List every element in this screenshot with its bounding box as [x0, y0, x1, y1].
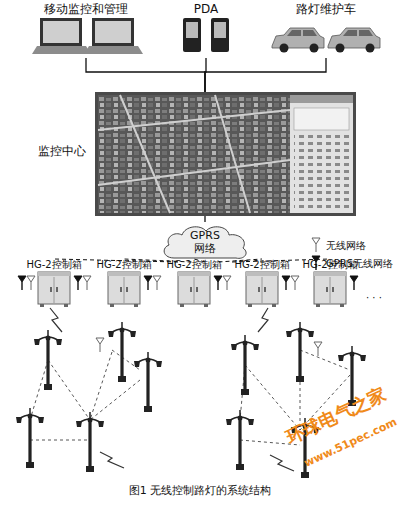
pda-body [183, 18, 201, 52]
street-lamp [16, 408, 44, 468]
control-cabinet [178, 272, 210, 307]
control-box: HG-2控制箱 [161, 259, 227, 309]
network-cloud: GPRS 网络 [160, 222, 250, 262]
screen-bezel [95, 92, 356, 216]
network-line [86, 58, 205, 92]
control-cabinet [246, 272, 278, 307]
continuation-mark: · · · [366, 292, 382, 303]
laptop-icon [84, 18, 143, 54]
map-road [98, 95, 290, 213]
street-lamp [286, 322, 314, 382]
gprs-antenna-symbol [214, 276, 222, 290]
panel-titlebar [290, 95, 353, 103]
legend-text: GPRS无线网络 [326, 258, 393, 270]
node-label: PDA [175, 2, 237, 16]
device-group: 路灯维护车 [266, 2, 386, 58]
pda-icon [211, 18, 229, 52]
monitor-screen [95, 92, 356, 216]
street-lamp [134, 352, 162, 412]
node-label: 移动监控和管理 [26, 2, 146, 16]
network-line [205, 58, 326, 92]
cloud-shape [164, 227, 246, 259]
street-lamp [231, 335, 259, 395]
pda-icon [183, 18, 201, 52]
laptop-icon [32, 18, 91, 54]
street-lamp [226, 410, 254, 470]
laptop-screen [92, 18, 134, 46]
aerial-map [98, 95, 290, 213]
lightning-bolt [100, 452, 124, 468]
panel-field [294, 108, 349, 130]
lightning-bolt [258, 308, 268, 332]
car-wheel [310, 44, 319, 53]
device-group: 移动监控和管理 [26, 2, 146, 58]
node-label: HG-2控制箱 [161, 259, 227, 271]
control-panel [290, 95, 353, 213]
pda-screen [214, 22, 226, 38]
car-window [343, 30, 373, 36]
car-icon [272, 28, 324, 53]
pda-body [211, 18, 229, 52]
street-lamp [34, 330, 62, 390]
pda-screen [186, 22, 198, 38]
control-cabinet [38, 272, 70, 307]
car-icon [328, 28, 380, 53]
node-label: 路灯维护车 [266, 2, 386, 16]
wireless-antenna-symbol [223, 276, 231, 290]
laptop-base [84, 46, 143, 54]
node-label: 监控中心 [38, 144, 86, 158]
gprs-antenna-symbol [144, 276, 152, 290]
laptop-base [32, 46, 91, 54]
node-label: HG-2控制箱 [91, 259, 157, 271]
gprs-antenna-symbol [350, 276, 358, 290]
laptop-screen [40, 18, 82, 46]
car-wheel [336, 44, 345, 53]
figure-caption: 图1 无线控制路灯的系统结构 [0, 484, 400, 498]
gprs-antenna-symbol [18, 276, 26, 290]
node-label: GPRS 网络 [183, 229, 227, 255]
node-label: HG-2控制箱 [21, 259, 87, 271]
wireless-antenna-symbol [27, 276, 35, 290]
control-box: HG-2控制箱 [21, 259, 87, 309]
wireless-antenna-symbol [314, 342, 322, 356]
device-group: PDA [175, 2, 237, 58]
gprs-antenna-symbol [282, 276, 290, 290]
wireless-antenna-symbol [153, 276, 161, 290]
street-lamp [108, 322, 136, 382]
control-box: HG-2控制箱 [229, 259, 295, 309]
control-cabinet [108, 272, 140, 307]
legend-text: 无线网络 [326, 240, 366, 252]
lightning-bolt [50, 308, 62, 332]
node-label: HG-2控制箱 [229, 259, 295, 271]
car-window [287, 30, 317, 36]
wireless-antenna-symbol [291, 276, 299, 290]
control-cabinet [314, 272, 346, 307]
watermark: 环球电气之家 [282, 382, 390, 449]
wireless-antenna-symbol [96, 338, 104, 352]
control-box: HG-2控制箱 [91, 259, 157, 309]
wireless-antenna-symbol [83, 276, 91, 290]
network-line [205, 58, 206, 92]
lightning-bolt [270, 455, 294, 471]
wireless-antenna-symbol [312, 238, 320, 252]
gprs-antenna-symbol [74, 276, 82, 290]
car-wheel [366, 44, 375, 53]
network-line [204, 216, 205, 222]
car-wheel [280, 44, 289, 53]
laptop-display [43, 21, 79, 43]
street-lamp [76, 412, 104, 472]
laptop-display [95, 21, 131, 43]
monitor-center: 监控中心 [38, 92, 356, 216]
panel-grid [294, 134, 349, 208]
